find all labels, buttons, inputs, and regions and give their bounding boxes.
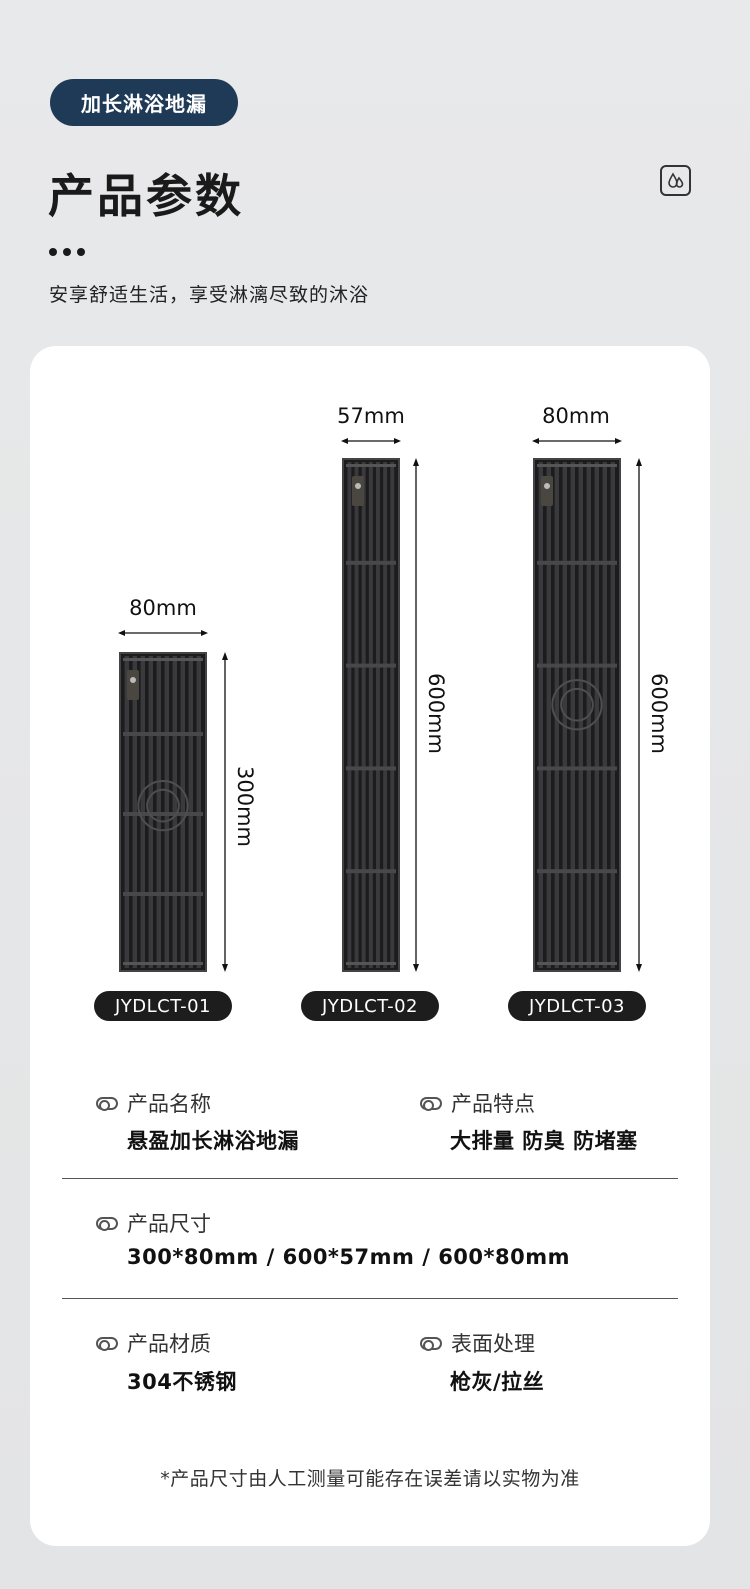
toggle-bullet-icon bbox=[420, 1096, 442, 1111]
length-label-3: 600mm bbox=[647, 673, 671, 754]
spec-label-text: 产品特点 bbox=[451, 1092, 535, 1116]
length-arrow-2 bbox=[413, 458, 419, 972]
spec-value-finish: 枪灰/拉丝 bbox=[450, 1370, 545, 1394]
length-arrow-1 bbox=[222, 652, 228, 972]
width-label-2: 57mm bbox=[337, 404, 405, 428]
model-badge-3: JYDLCT-03 bbox=[508, 991, 646, 1021]
width-arrow-2 bbox=[341, 438, 401, 444]
category-tag: 加长淋浴地漏 bbox=[50, 79, 238, 126]
toggle-bullet-icon bbox=[420, 1336, 442, 1351]
length-label-2: 600mm bbox=[424, 673, 448, 754]
width-arrow-1 bbox=[118, 630, 208, 636]
spec-value-feature: 大排量 防臭 防堵塞 bbox=[450, 1129, 638, 1153]
spec-card: 80mm 300mm JYDLCT-01 57mm 600mm JYDLCT-0… bbox=[30, 346, 710, 1546]
divider bbox=[62, 1178, 678, 1179]
spec-value-name: 悬盈加长淋浴地漏 bbox=[127, 1129, 299, 1153]
length-label-1: 300mm bbox=[233, 766, 257, 847]
spec-label-finish: 表面处理 bbox=[420, 1328, 535, 1358]
spec-label-feature: 产品特点 bbox=[420, 1088, 535, 1118]
width-arrow-3 bbox=[532, 438, 622, 444]
toggle-bullet-icon bbox=[96, 1336, 118, 1351]
page-subtitle: 安享舒适生活，享受淋漓尽致的沐浴 bbox=[49, 284, 370, 306]
drain-grate-3 bbox=[533, 458, 621, 972]
spec-label-text: 表面处理 bbox=[451, 1332, 535, 1356]
length-arrow-3 bbox=[636, 458, 642, 972]
model-badge-1: JYDLCT-01 bbox=[94, 991, 232, 1021]
width-label-1: 80mm bbox=[129, 596, 197, 620]
spec-label-text: 产品名称 bbox=[127, 1092, 211, 1116]
spec-label-size: 产品尺寸 bbox=[96, 1208, 211, 1238]
page-title: 产品参数 bbox=[48, 169, 244, 223]
divider bbox=[62, 1298, 678, 1299]
spec-label-text: 产品尺寸 bbox=[127, 1212, 211, 1236]
spec-value-material: 304不锈钢 bbox=[127, 1370, 237, 1394]
decorative-dots bbox=[49, 248, 85, 256]
water-drop-icon bbox=[660, 165, 691, 196]
spec-label-text: 产品材质 bbox=[127, 1332, 211, 1356]
width-label-3: 80mm bbox=[542, 404, 610, 428]
model-badge-2: JYDLCT-02 bbox=[301, 991, 439, 1021]
spec-label-material: 产品材质 bbox=[96, 1328, 211, 1358]
drain-grate-2 bbox=[342, 458, 400, 972]
measurement-note: *产品尺寸由人工测量可能存在误差请以实物为准 bbox=[160, 1468, 580, 1490]
drain-grate-1 bbox=[119, 652, 207, 972]
spec-value-size: 300*80mm / 600*57mm / 600*80mm bbox=[127, 1245, 570, 1269]
toggle-bullet-icon bbox=[96, 1216, 118, 1231]
toggle-bullet-icon bbox=[96, 1096, 118, 1111]
spec-label-name: 产品名称 bbox=[96, 1088, 211, 1118]
